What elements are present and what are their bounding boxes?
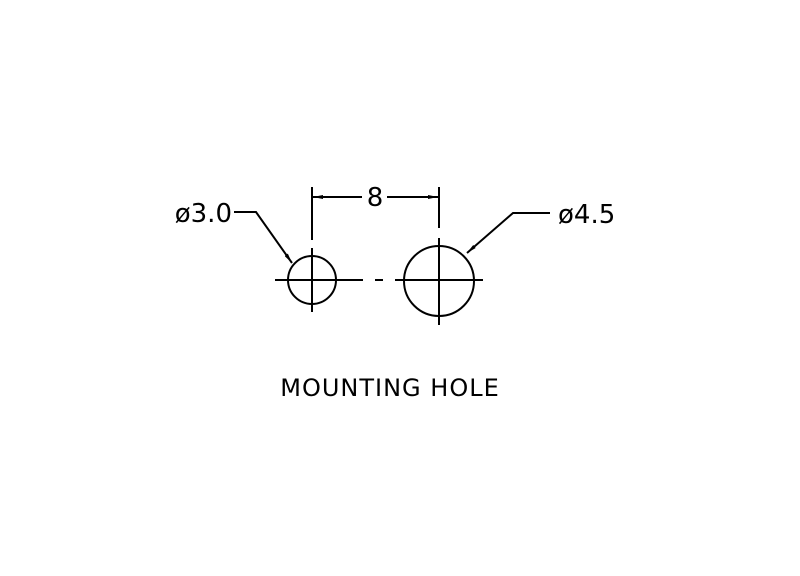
small-hole-diameter-label: ø3.0 [175, 199, 232, 229]
spacing-dimension-label: 8 [367, 183, 384, 213]
leader-large-hole [466, 212, 550, 254]
drawing-caption: MOUNTING HOLE [280, 374, 500, 402]
large-hole-diameter-label: ø4.5 [558, 200, 615, 230]
leader-small-hole [234, 211, 293, 264]
